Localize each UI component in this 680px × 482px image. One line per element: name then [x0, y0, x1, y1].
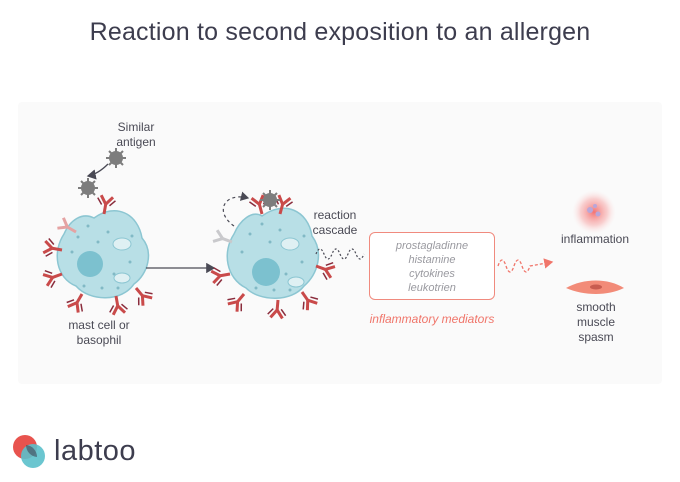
inflammation-icon — [572, 190, 616, 234]
reaction-cascade-label: reaction cascade — [312, 208, 358, 237]
smooth-muscle-label: smooth muscle spasm — [576, 300, 616, 344]
cell-label: mast cell or basophil — [68, 318, 130, 347]
inflammation-label: inflammation — [560, 232, 630, 246]
mediator-item: cytokines — [409, 268, 455, 280]
labtoo-logo-icon — [13, 435, 45, 468]
smooth-muscle-icon — [566, 280, 624, 294]
mediator-item: histamine — [408, 254, 456, 266]
similar-antigen-label: Similar antigen — [116, 120, 156, 149]
mediators-box: prostagladinne histamine cytokines leuko… — [369, 232, 495, 300]
antigen-icon — [77, 147, 127, 199]
mediator-item: prostagladinne — [395, 240, 469, 252]
mediators-caption: inflammatory mediators — [369, 312, 495, 326]
allergy-diagram: Similar antigen mast cell or basophil re… — [18, 102, 662, 384]
brand-name: labtoo — [54, 435, 137, 467]
mast-cell-1 — [40, 193, 156, 317]
diagram-graphics — [40, 147, 624, 321]
mediator-item: leukotrien — [408, 282, 456, 294]
mast-cell-2 — [209, 189, 338, 321]
page-title: Reaction to second exposition to an alle… — [89, 18, 591, 46]
